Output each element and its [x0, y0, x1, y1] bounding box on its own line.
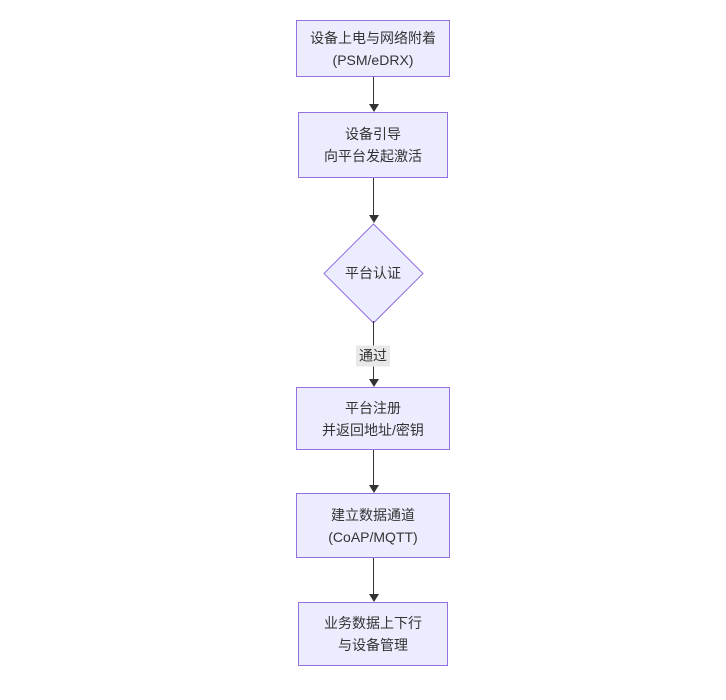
arrowhead-icon: [368, 215, 379, 223]
node-label: 平台认证: [345, 265, 401, 281]
node-label: 设备引导 向平台发起激活: [324, 126, 422, 164]
arrow-bootstrap-to-auth: [368, 178, 379, 223]
arrowhead-icon: [368, 379, 379, 387]
arrowhead-icon: [368, 594, 379, 602]
node-label: 设备上电与网络附着 (PSM/eDRX): [310, 29, 436, 68]
node-power-network-attach: 设备上电与网络附着 (PSM/eDRX): [296, 20, 450, 77]
node-label: 建立数据通道 (CoAP/MQTT): [328, 506, 418, 545]
arrowhead-icon: [368, 104, 379, 112]
arrow-shaft: [373, 178, 374, 215]
arrow-shaft: [373, 558, 374, 594]
edge-label-pass: 通过: [356, 345, 390, 367]
node-business-data: 业务数据上下行 与设备管理: [298, 602, 448, 666]
arrow-shaft: [373, 77, 374, 104]
arrowhead-icon: [368, 485, 379, 493]
node-device-bootstrap: 设备引导 向平台发起激活: [298, 112, 448, 178]
arrow-register-to-channel: [368, 450, 379, 493]
node-data-channel: 建立数据通道 (CoAP/MQTT): [296, 493, 450, 558]
node-platform-auth-decision: 平台认证: [322, 222, 424, 324]
node-platform-register: 平台注册 并返回地址/密钥: [296, 387, 450, 450]
arrow-channel-to-business: [368, 558, 379, 602]
arrow-shaft: [373, 450, 374, 485]
node-label: 平台注册 并返回地址/密钥: [322, 399, 424, 438]
node-label: 业务数据上下行 与设备管理: [324, 615, 422, 653]
arrow-power-to-bootstrap: [368, 77, 379, 112]
